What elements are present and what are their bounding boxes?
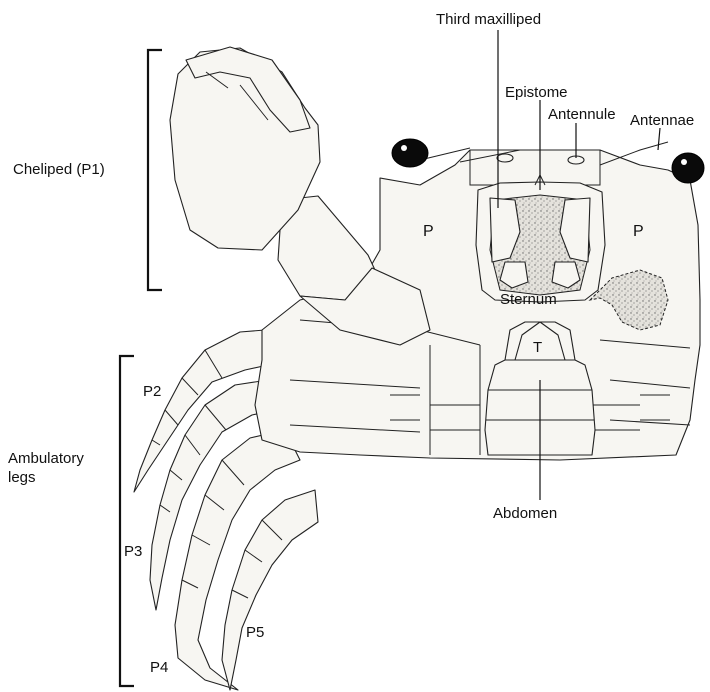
label-p4: P4: [150, 659, 168, 676]
label-cheliped: Cheliped (P1): [13, 161, 105, 178]
leg-p5: [222, 490, 318, 690]
label-p5: P5: [246, 624, 264, 641]
label-p3: P3: [124, 543, 142, 560]
label-ambulatory-line2: legs: [8, 469, 36, 486]
leader-antennae: [658, 128, 660, 150]
label-p2: P2: [143, 383, 161, 400]
label-sternum: Sternum: [500, 291, 557, 308]
eye-left: [392, 139, 428, 167]
ambulatory-bracket: [120, 356, 134, 686]
label-abdomen: Abdomen: [493, 505, 557, 522]
label-antennae: Antennae: [630, 112, 694, 129]
label-epistome: Epistome: [505, 84, 568, 101]
label-ambulatory-line1: Ambulatory: [8, 450, 84, 467]
eye-right: [672, 153, 704, 183]
label-p-right: P: [633, 223, 644, 240]
label-telson: T: [533, 339, 542, 356]
label-antennule: Antennule: [548, 106, 616, 123]
antennule-left: [497, 154, 513, 162]
label-p-left: P: [423, 223, 434, 240]
third-maxilliped-drawing: [476, 182, 605, 302]
cheliped-bracket: [148, 50, 162, 290]
label-third-maxilliped: Third maxilliped: [436, 11, 541, 28]
